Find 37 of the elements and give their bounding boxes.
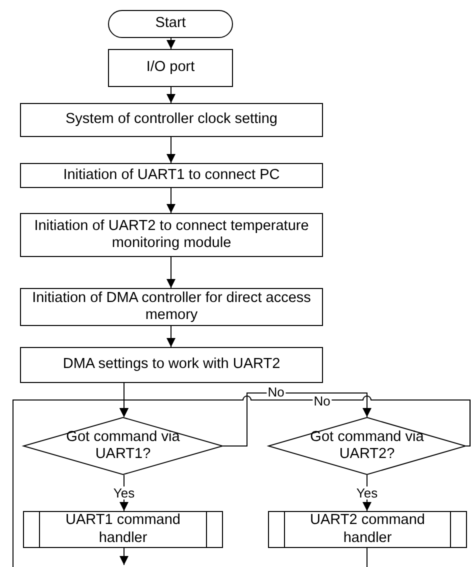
node-text: Got command via UART1?: [65, 428, 181, 464]
arrow: [166, 326, 176, 348]
edge-label: No: [266, 386, 286, 398]
arrow: [120, 548, 128, 566]
node-text: Got command via UART2?: [309, 428, 425, 464]
arrow: [166, 136, 176, 164]
arrow: [166, 86, 176, 104]
node-text: I/O port: [146, 59, 195, 77]
arrow: [166, 256, 176, 288]
subroutine-box: [268, 511, 467, 548]
connector-line: [366, 548, 368, 567]
arrow: [166, 38, 176, 50]
process-box: [20, 213, 323, 257]
edge-label: No: [312, 394, 332, 408]
node-text: System of controller clock setting: [66, 111, 278, 129]
node-text: Start: [155, 15, 186, 33]
subroutine-box: [23, 511, 223, 548]
node-text: DMA settings to work with UART2: [62, 356, 280, 374]
node-text: UART1 command handler: [64, 512, 182, 547]
process-box: [20, 163, 323, 188]
edge-label: Yes: [112, 486, 136, 500]
arrow: [12, 400, 128, 567]
process-box: [20, 347, 323, 383]
decision-diamond: [23, 417, 223, 475]
process-box: [108, 49, 233, 87]
arrow: [362, 474, 372, 512]
node-text: Initiation of UART1 to connect PC: [63, 166, 280, 184]
arrow: [166, 188, 176, 214]
terminal-box: [108, 10, 233, 38]
node-text: Initiation of DMA controller for direct access memory: [31, 290, 312, 324]
decision-diamond: [268, 417, 466, 475]
node-text: UART2 command handler: [309, 512, 426, 547]
arrow: [120, 474, 128, 512]
edge-label: Yes: [355, 486, 379, 500]
process-box: [20, 103, 323, 137]
node-text: Initiation of UART2 to connect temperature monitoring module: [33, 218, 310, 252]
arrow: [222, 392, 372, 446]
